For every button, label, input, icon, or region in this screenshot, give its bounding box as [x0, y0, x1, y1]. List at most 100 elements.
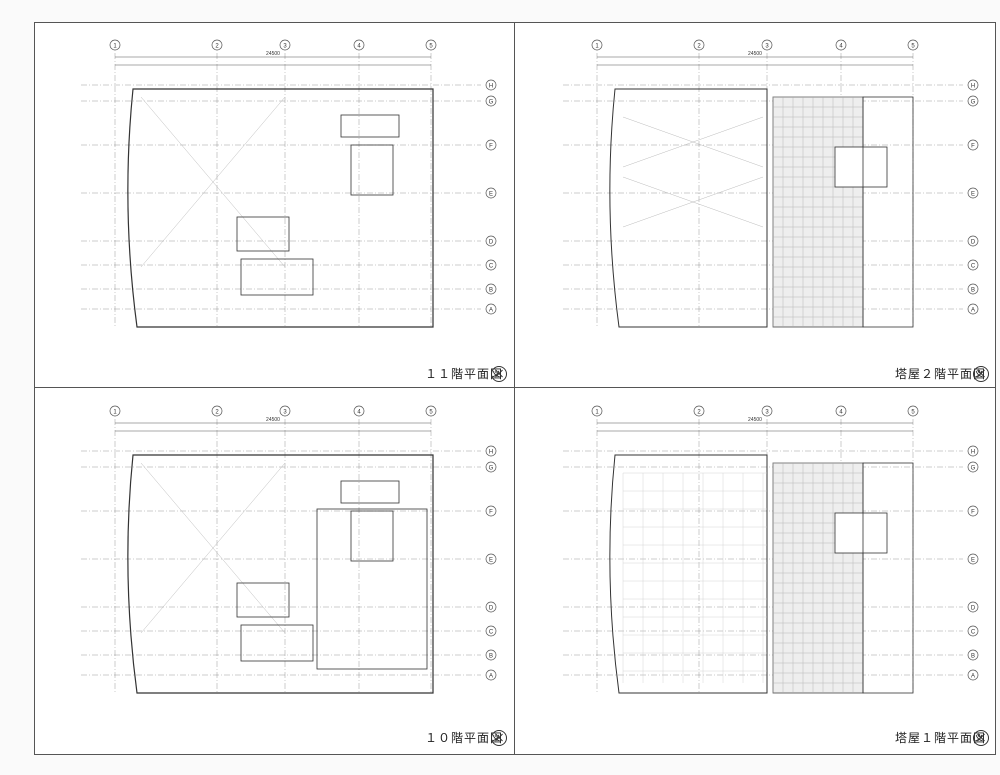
- grid-label-col: 3: [765, 410, 769, 416]
- grid-bubble-row: [485, 553, 497, 565]
- elevator-machine-room: [834, 512, 888, 554]
- grid-label-row: H: [971, 84, 975, 90]
- panel-divider-horizontal: [35, 387, 995, 388]
- dimension-label: 24500: [748, 51, 762, 57]
- grid-bubble-row: [485, 79, 497, 91]
- stair-core: [340, 114, 400, 138]
- grid-label-row: F: [489, 144, 493, 150]
- grid-bubble-col: [693, 39, 705, 51]
- grid-bubble-row: [967, 79, 979, 91]
- grid-bubble-row: [967, 95, 979, 107]
- grid-bubble-col: [761, 39, 773, 51]
- void-cross: [140, 462, 286, 634]
- grid-bubble-col: [591, 405, 603, 417]
- grid-bubble-row: [485, 445, 497, 457]
- grid-bubble-row: [967, 445, 979, 457]
- stair-core: [340, 480, 400, 504]
- caption-roof-1f: 塔屋１階平面図: [895, 731, 987, 745]
- roof-outline: [609, 454, 768, 694]
- grid-label-row: G: [489, 466, 494, 472]
- grid-bubble-col: [211, 39, 223, 51]
- north-arrow-icon: [491, 730, 507, 746]
- grid-bubble-row: [967, 553, 979, 565]
- stair: [236, 216, 290, 252]
- grid-bubble-row: [485, 669, 497, 681]
- grid-bubble-col: [907, 405, 919, 417]
- grid-bubble-col: [835, 405, 847, 417]
- grid-label-row: D: [489, 606, 494, 612]
- grid-label-row: F: [971, 510, 975, 516]
- grid-bubble-row: [485, 505, 497, 517]
- bracing: [622, 176, 764, 228]
- grid-bubble-col: [353, 39, 365, 51]
- grid-bubble-col: [425, 39, 437, 51]
- grid-label-col: 1: [113, 410, 117, 416]
- north-arrow-icon: [973, 366, 989, 382]
- grid-label-col: 3: [283, 410, 287, 416]
- machine-deck: [772, 462, 864, 694]
- grid-bubble-col: [835, 39, 847, 51]
- grid-bubble-row: [967, 461, 979, 473]
- grid-bubble-row: [485, 649, 497, 661]
- grid-label-col: 4: [839, 410, 843, 416]
- grid-bubble-row: [967, 259, 979, 271]
- grid-bubble-col: [591, 39, 603, 51]
- grid-label-col: 3: [765, 44, 769, 50]
- toilet-core: [240, 624, 314, 662]
- void-cross: [140, 96, 286, 268]
- grid-bubble-row: [967, 139, 979, 151]
- grid-bubble-row: [967, 649, 979, 661]
- grid-bubble-row: [485, 235, 497, 247]
- grid-label-col: 4: [357, 410, 361, 416]
- grid-bubble-row: [485, 303, 497, 315]
- north-arrow-icon: [491, 366, 507, 382]
- grid-label-col: 5: [429, 44, 433, 50]
- grid-label-row: H: [489, 450, 493, 456]
- grid-label-col: 1: [595, 410, 599, 416]
- grid-label-row: G: [971, 466, 976, 472]
- grid-bubble-row: [967, 235, 979, 247]
- grid-label-row: G: [489, 100, 494, 106]
- elevator-core: [350, 510, 394, 562]
- grid-label-col: 5: [911, 44, 915, 50]
- grid-label-row: B: [971, 654, 975, 660]
- grid-label-row: F: [971, 144, 975, 150]
- grid-bubble-col: [279, 405, 291, 417]
- building-outline: [127, 88, 434, 328]
- north-arrow-icon: [973, 730, 989, 746]
- elevator-machine-room: [834, 146, 888, 188]
- grid-label-row: A: [489, 674, 493, 680]
- grid-bubble-row: [967, 283, 979, 295]
- caption-11f: １１階平面図: [425, 367, 504, 381]
- elevator-core: [350, 144, 394, 196]
- grid-bubble-row: [485, 187, 497, 199]
- grid-label-col: 2: [215, 44, 219, 50]
- grid-label-row: B: [971, 288, 975, 294]
- grid-label-col: 4: [839, 44, 843, 50]
- grid-label-col: 5: [911, 410, 915, 416]
- grid-bubble-col: [761, 405, 773, 417]
- grid-label-row: C: [489, 264, 494, 270]
- grid-label-row: C: [489, 630, 494, 636]
- grid-bubble-col: [425, 405, 437, 417]
- toilet-core: [240, 258, 314, 296]
- grid-bubble-row: [485, 283, 497, 295]
- grid-label-row: D: [971, 240, 976, 246]
- caption-roof-2f: 塔屋２階平面図: [895, 367, 987, 381]
- office-room: [316, 508, 428, 670]
- grid-label-col: 5: [429, 410, 433, 416]
- grid-label-row: A: [971, 674, 975, 680]
- grid-bubble-row: [485, 625, 497, 637]
- machine-deck: [772, 96, 864, 328]
- grid-bubble-row: [485, 95, 497, 107]
- roof-edge: [862, 462, 914, 694]
- grid-label-row: B: [489, 288, 493, 294]
- dimension-label: 24500: [266, 51, 280, 57]
- roof-edge: [862, 96, 914, 328]
- grid-label-row: C: [971, 630, 976, 636]
